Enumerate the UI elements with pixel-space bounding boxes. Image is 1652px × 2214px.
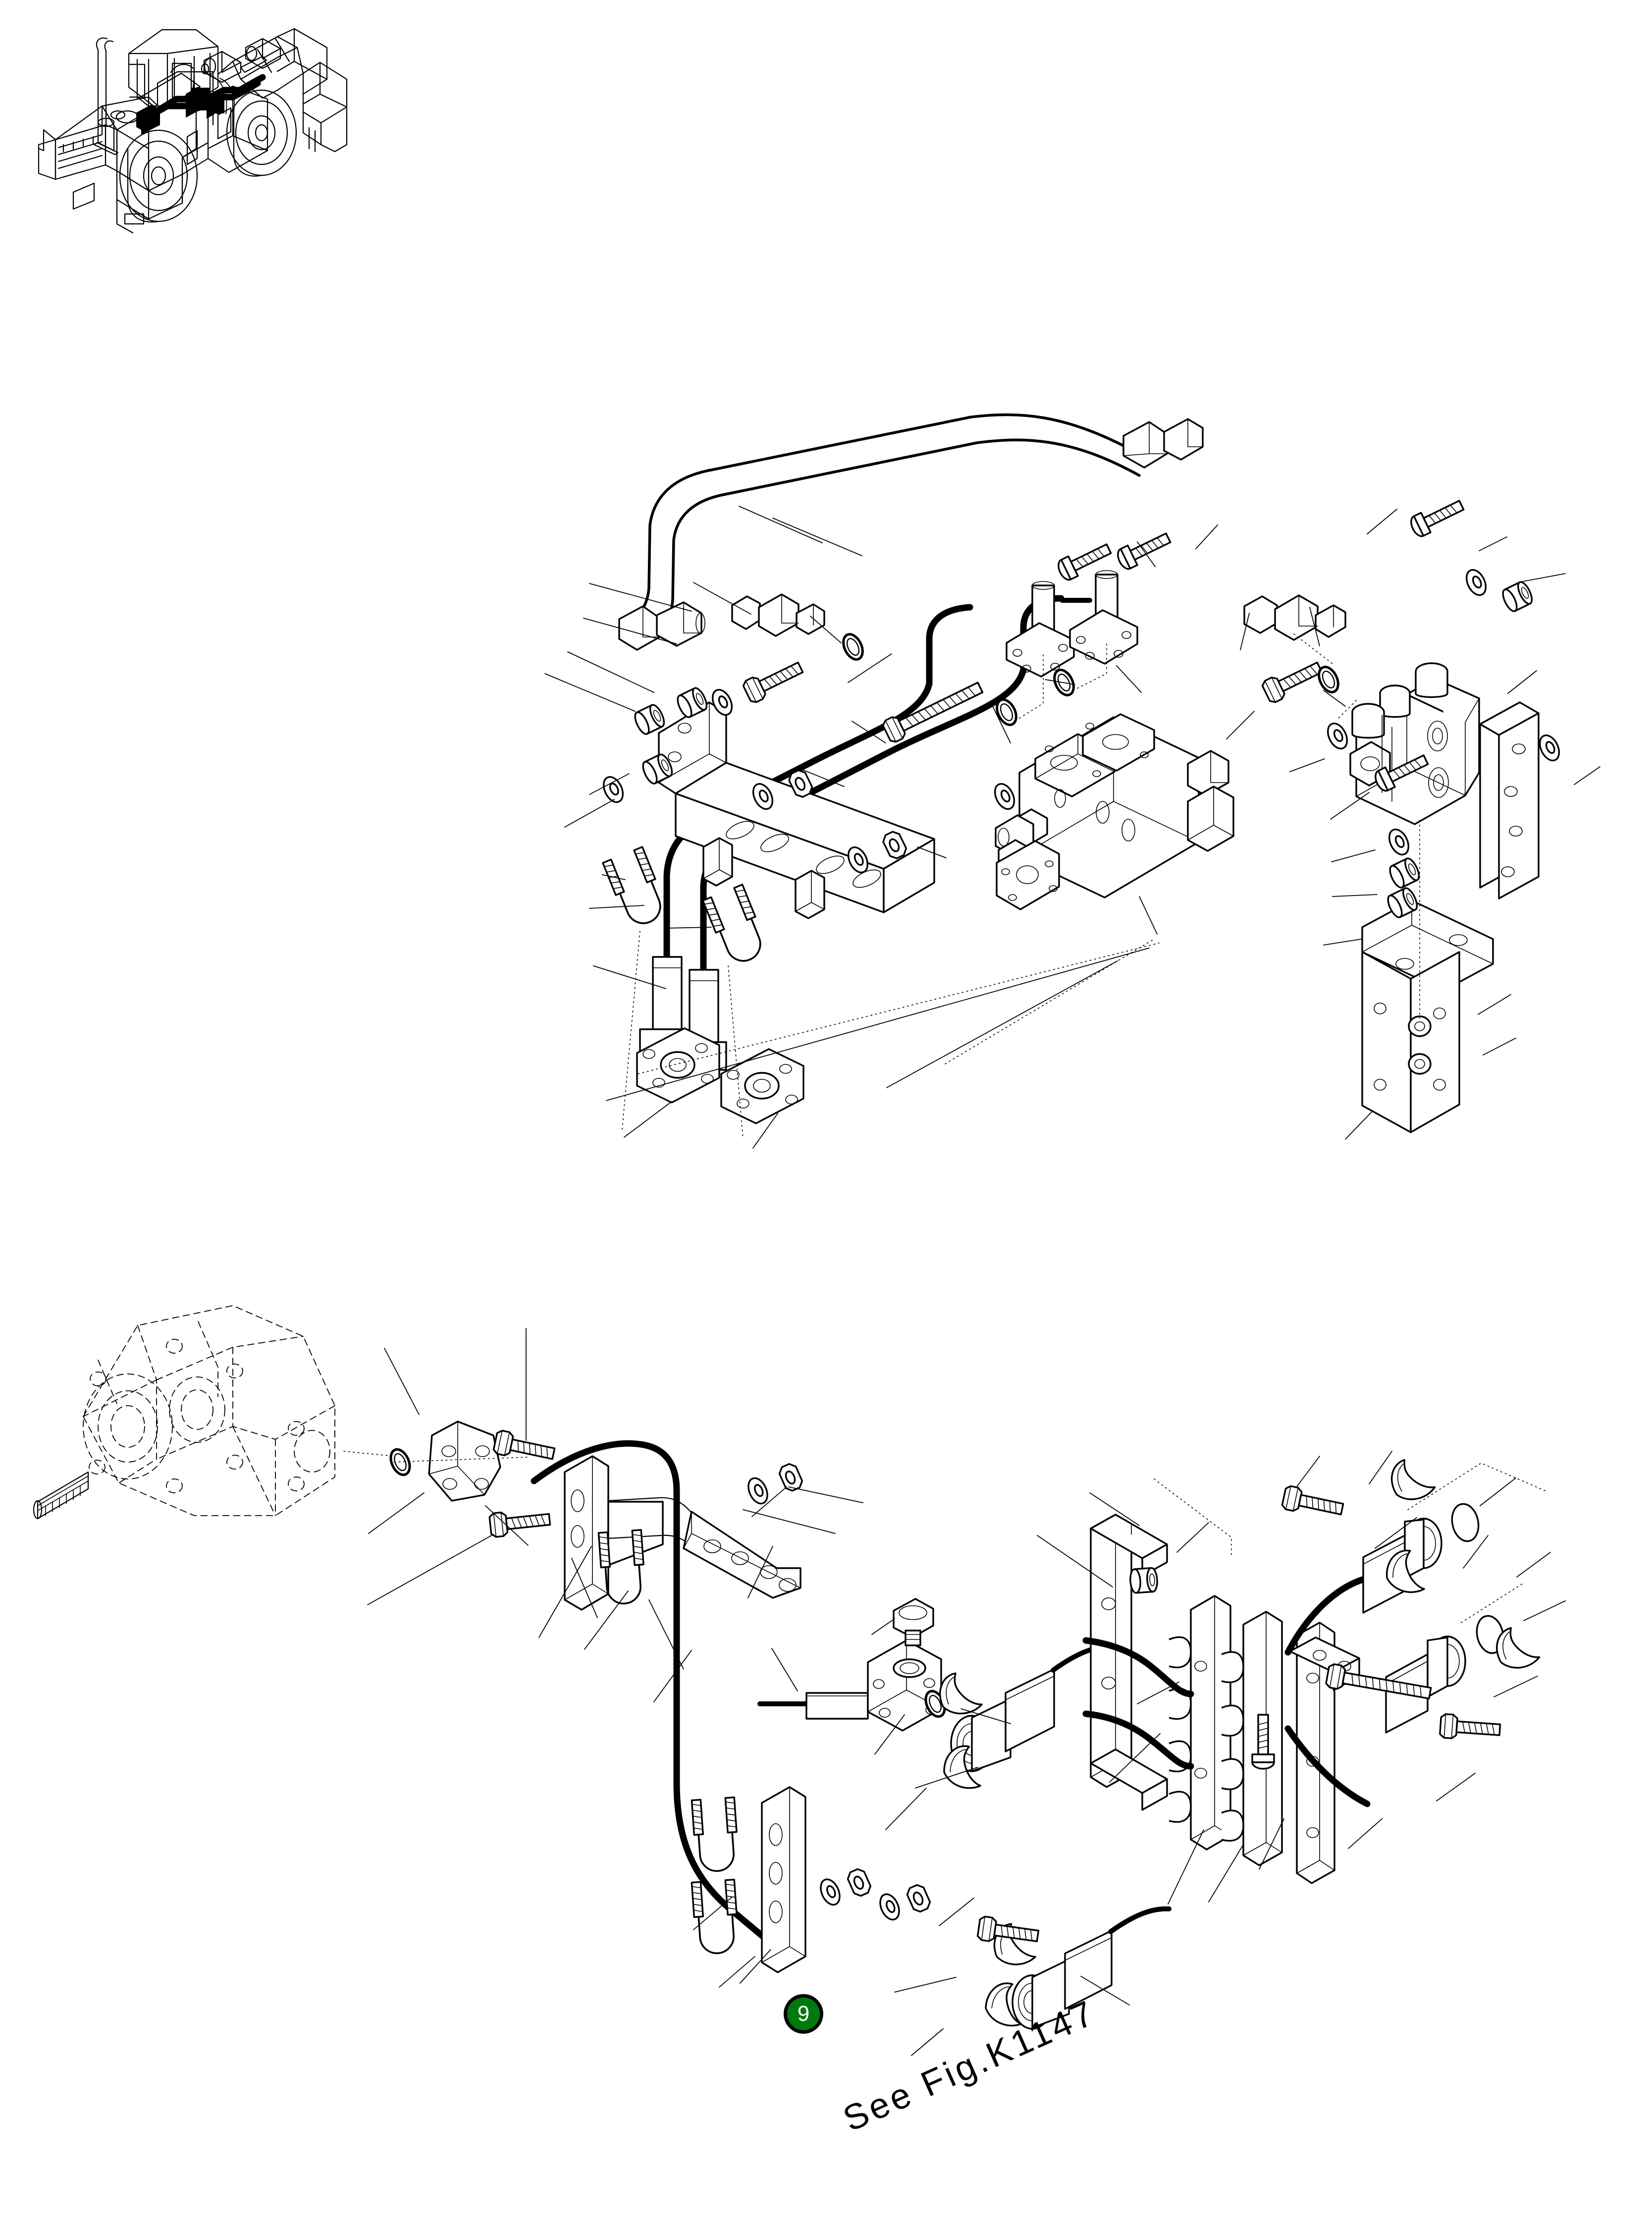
coupler-mounting-bracket (1090, 1514, 1360, 1884)
plain-washer (1535, 731, 1564, 765)
main-control-valve-block (995, 713, 1234, 910)
hex-nut (845, 1866, 874, 1899)
hose-support-bracket (658, 701, 935, 919)
plain-washer (875, 1890, 904, 1924)
callout-badge-9[interactable]: 9 (784, 1994, 823, 2034)
spacer-bushing (1128, 1567, 1159, 1594)
flange-adapter (428, 1421, 501, 1502)
hydraulic-gear-pump (33, 1305, 335, 1520)
coupler-clamp-bracket-left (761, 1786, 806, 1973)
selector-valve-block (1349, 662, 1480, 825)
upper-assembly-art (544, 413, 1600, 1149)
straight-thread-adapter (731, 593, 825, 637)
hex-bolt (1280, 1484, 1346, 1522)
wheel-loader-overview (38, 28, 348, 234)
plain-washer (744, 1474, 772, 1508)
hex-bolt (1439, 1713, 1502, 1743)
hydraulic-hose-lower-right (1082, 1576, 1371, 1807)
plain-washer (1323, 719, 1352, 753)
stud-flange-left (1006, 581, 1075, 678)
straight-thread-adapter (1243, 594, 1346, 641)
pump-support-bracket (564, 1455, 801, 1611)
hydraulic-hose-lower-left (531, 1440, 789, 1959)
hex-nut (776, 1461, 805, 1494)
valve-mounting-plate (1479, 701, 1540, 899)
hex-bolt (741, 656, 807, 705)
spacer-bushing (1499, 579, 1536, 614)
hex-nut (904, 1882, 933, 1915)
quick-coupler-2 (1012, 1906, 1172, 2030)
angle-mounting-bracket (1361, 899, 1494, 1133)
plug-screw (893, 1598, 934, 1646)
lower-assembly-art (33, 943, 1566, 2056)
coupler-tube-center (757, 1639, 942, 1732)
hex-bolt (1260, 656, 1326, 705)
hex-bolt (492, 1428, 557, 1467)
overview-highlight (136, 74, 266, 135)
o-ring (840, 631, 866, 662)
hydraulic-hose-long (618, 413, 1204, 651)
plain-washer (1462, 566, 1491, 599)
plain-washer (990, 780, 1019, 813)
quick-coupler-3 (1362, 1503, 1480, 1614)
hex-bolt (488, 1506, 552, 1538)
plain-washer (816, 1875, 845, 1909)
spacer-bushing (1386, 855, 1423, 891)
u-bolt (602, 846, 671, 931)
retaining-clip (1381, 1456, 1437, 1511)
plain-washer (599, 773, 628, 806)
flange-bolt (1407, 494, 1467, 540)
plain-washer (1385, 825, 1413, 859)
u-bolt (702, 884, 771, 969)
stud-flange-right (1069, 570, 1138, 665)
flange-bolt (1114, 527, 1174, 573)
